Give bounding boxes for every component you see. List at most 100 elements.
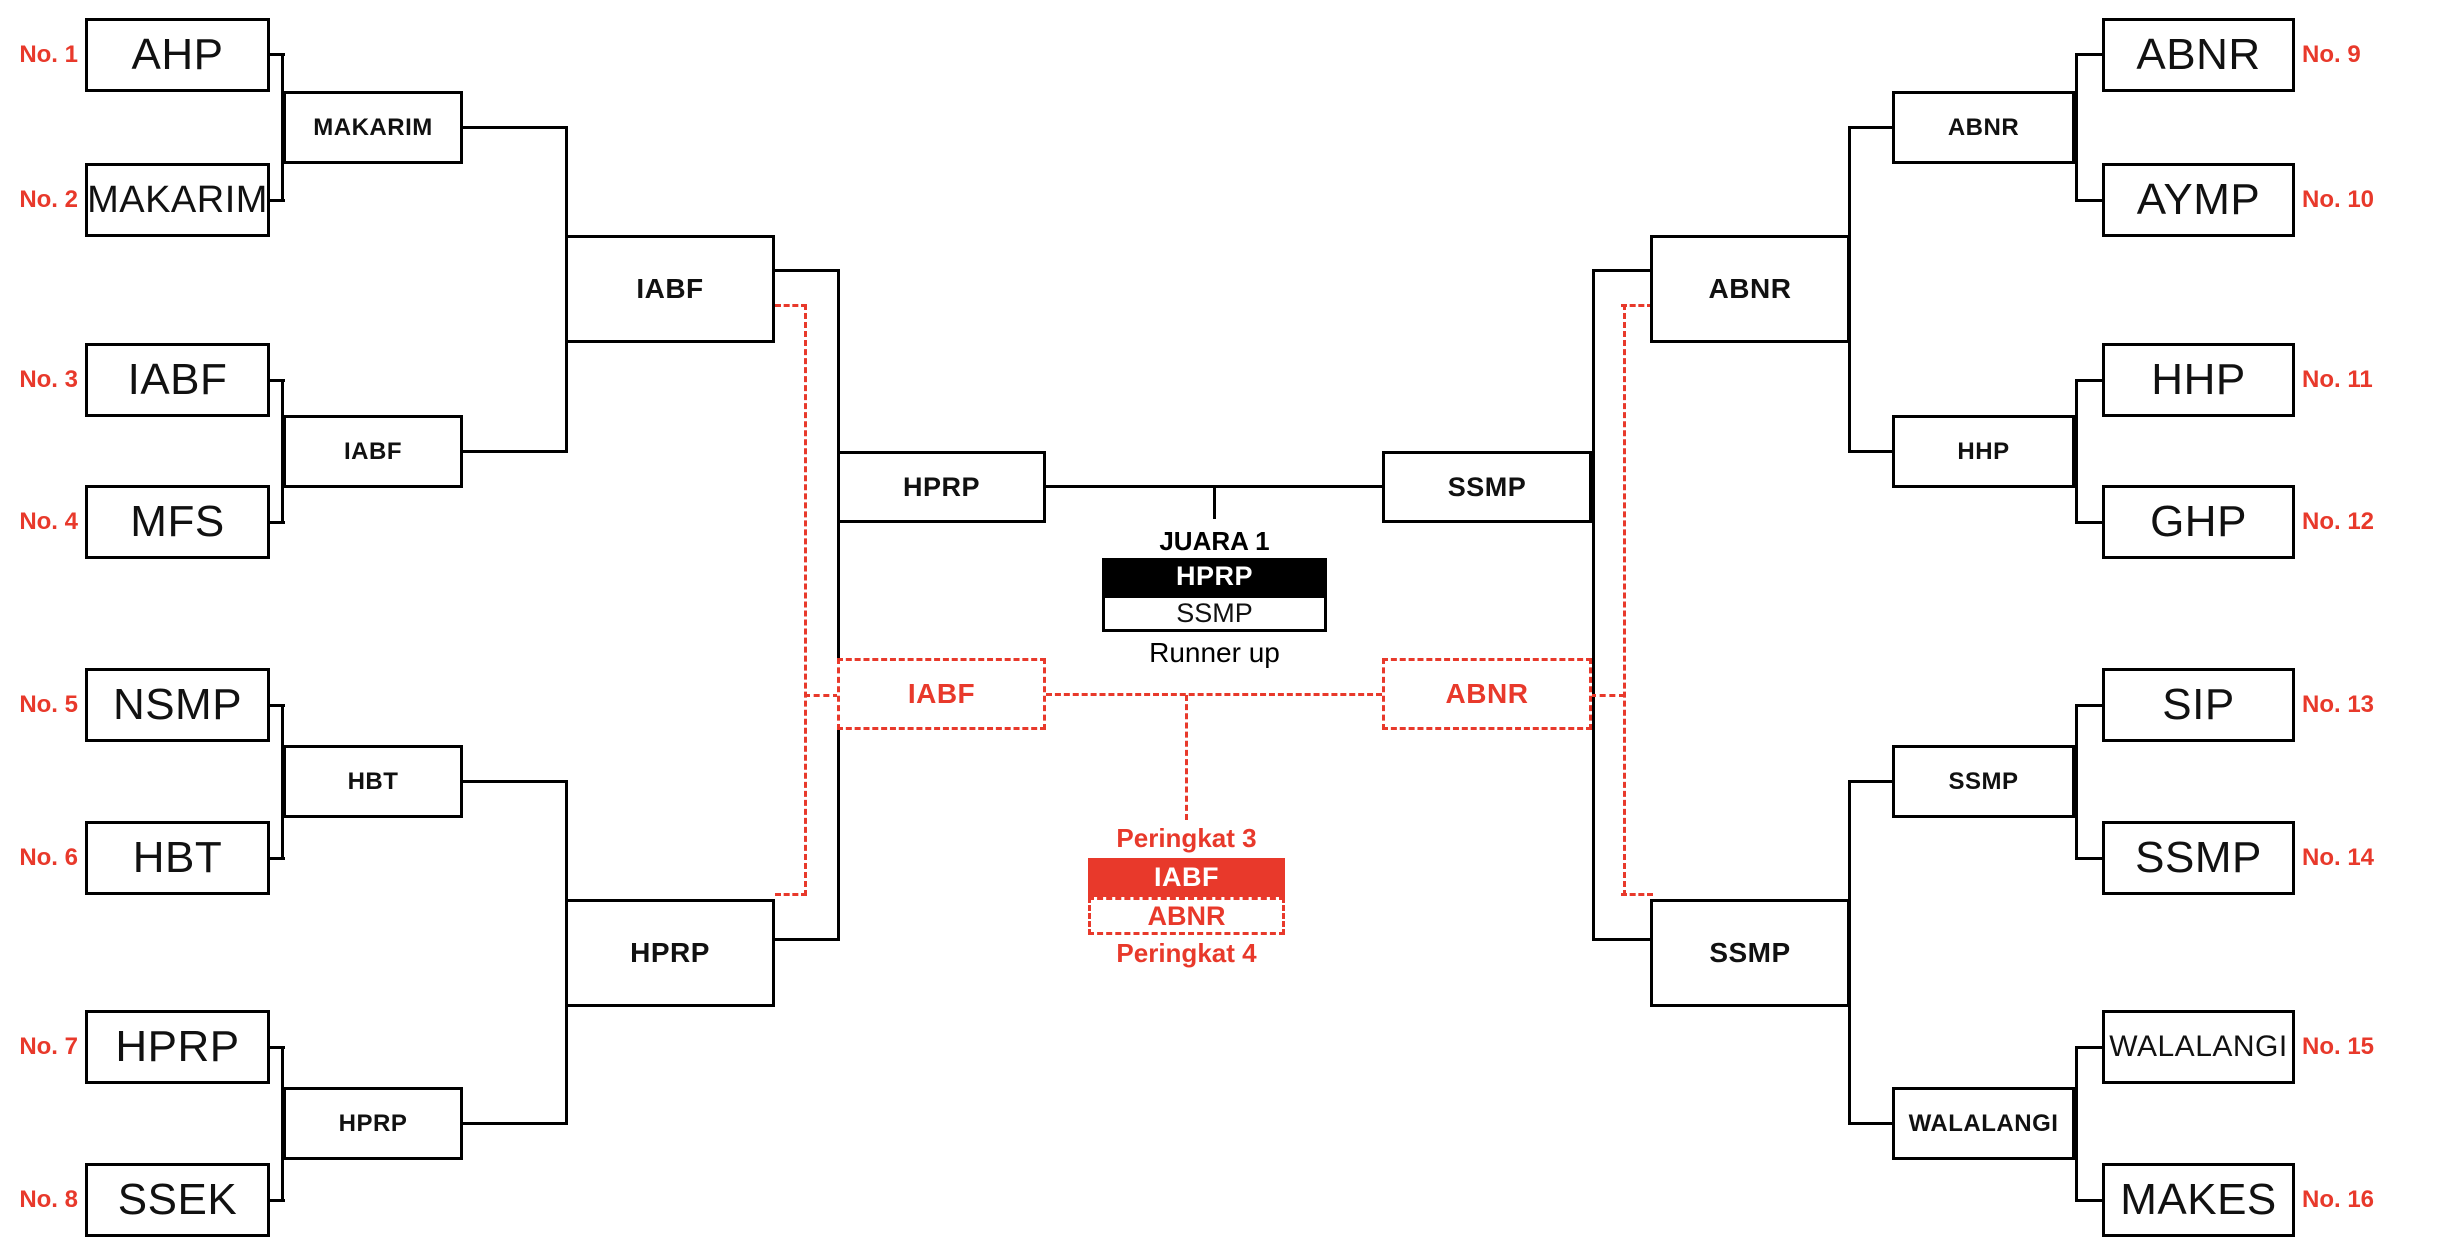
team-label: IABF — [907, 678, 976, 709]
connector-line — [463, 126, 567, 129]
connector-line — [837, 269, 840, 941]
team-label: MAKARIM — [87, 178, 268, 221]
third-place-box: IABF — [1088, 858, 1285, 897]
team-label: SSMP — [1447, 471, 1527, 502]
connector-line — [269, 199, 285, 202]
seed-team-box: SSEK — [85, 1163, 270, 1237]
seed-team-box: MFS — [85, 485, 270, 559]
seed-team-box: MAKES — [2102, 1163, 2295, 1237]
team-label: SIP — [2162, 680, 2235, 729]
qf-winner-box: HPRP — [283, 1087, 463, 1160]
team-label: IABF — [636, 273, 704, 304]
third-place-dashed-line — [775, 893, 807, 896]
connector-line — [775, 269, 839, 272]
team-label: HPRP — [902, 471, 980, 502]
seed-team-box: AYMP — [2102, 163, 2295, 237]
connector-line — [2075, 704, 2078, 860]
third-place-dashed-line — [1046, 693, 1382, 696]
runner-up-box: SSMP — [1102, 595, 1327, 632]
team-label: MAKES — [2120, 1175, 2277, 1224]
finalist-box: SSMP — [1382, 451, 1592, 523]
semifinal-winner-box: HPRP — [565, 899, 775, 1007]
team-label: NSMP — [112, 680, 243, 729]
third-place-qualifier-box: IABF — [837, 658, 1046, 730]
connector-line — [269, 1046, 285, 1049]
team-label: SSEK — [117, 1175, 238, 1224]
finalist-box: HPRP — [837, 451, 1046, 523]
seed-team-box: MAKARIM — [85, 163, 270, 237]
qf-winner-box: HHP — [1892, 415, 2075, 488]
seed-number: No. 2 — [19, 186, 78, 213]
team-label: ABNR — [2136, 30, 2261, 79]
seed-team-box: HBT — [85, 821, 270, 895]
champion-label: JUARA 1 — [1159, 525, 1270, 556]
connector-line — [281, 379, 284, 524]
team-label: SSMP — [1948, 767, 2019, 795]
connector-line — [775, 938, 839, 941]
champion-box: HPRP — [1102, 558, 1327, 595]
connector-line — [2075, 521, 2104, 524]
qf-winner-box: IABF — [283, 415, 463, 488]
team-label: HBT — [132, 833, 223, 882]
third-place-dashed-line — [1621, 893, 1653, 896]
connector-line — [1848, 780, 1892, 783]
seed-team-box: WALALANGI — [2102, 1010, 2295, 1084]
seed-team-box: IABF — [85, 343, 270, 417]
connector-line — [281, 704, 284, 860]
seed-number: No. 7 — [19, 1033, 78, 1060]
team-label: HBT — [347, 767, 399, 795]
connector-line — [2075, 857, 2104, 860]
qf-winner-box: SSMP — [1892, 745, 2075, 818]
team-label: IABF — [344, 437, 402, 465]
connector-line — [1592, 938, 1650, 941]
seed-team-box: ABNR — [2102, 18, 2295, 92]
third-place-dashed-line — [775, 304, 807, 307]
team-label: HPRP — [630, 937, 710, 968]
connector-line — [2075, 1199, 2104, 1202]
team-label: MAKARIM — [313, 113, 433, 141]
third-place-qualifier-box: ABNR — [1382, 658, 1592, 730]
seed-number: No. 9 — [2302, 41, 2361, 68]
team-label: GHP — [2150, 497, 2247, 546]
connector-line — [463, 450, 567, 453]
qf-winner-box: ABNR — [1892, 91, 2075, 164]
fourth-place-box: ABNR — [1088, 897, 1285, 935]
seed-number: No. 16 — [2302, 1186, 2375, 1213]
seed-number: No. 5 — [19, 691, 78, 718]
semifinal-winner-box: ABNR — [1650, 235, 1850, 343]
team-label: MFS — [130, 497, 225, 546]
team-label: SSMP — [1709, 937, 1791, 968]
seed-team-box: SSMP — [2102, 821, 2295, 895]
qf-winner-box: WALALANGI — [1892, 1087, 2075, 1160]
team-label: SSMP — [2135, 833, 2262, 882]
third-place-dashed-line — [1590, 694, 1625, 697]
connector-line — [2075, 379, 2104, 382]
connector-line — [281, 53, 284, 202]
seed-number: No. 13 — [2302, 691, 2375, 718]
connector-line — [1848, 126, 1892, 129]
seed-number: No. 4 — [19, 508, 78, 535]
connector-line — [463, 1122, 567, 1125]
fourth-place-label: Peringkat 4 — [1116, 937, 1257, 968]
team-label: ABNR — [1445, 678, 1529, 709]
third-place-dashed-line — [804, 304, 807, 896]
semifinal-winner-box: IABF — [565, 235, 775, 343]
connector-line — [281, 1046, 284, 1202]
third-place-dashed-line — [1621, 304, 1653, 307]
team-label: AYMP — [2136, 175, 2261, 224]
connector-line — [1848, 1122, 1892, 1125]
connector-line — [2075, 379, 2078, 524]
team-label: AHP — [131, 30, 224, 79]
seed-team-box: SIP — [2102, 668, 2295, 742]
connector-line — [2075, 1046, 2104, 1049]
seed-number: No. 6 — [19, 844, 78, 871]
connector-line — [269, 379, 285, 382]
seed-team-box: GHP — [2102, 485, 2295, 559]
team-label: ABNR — [1708, 273, 1792, 304]
seed-number: No. 8 — [19, 1186, 78, 1213]
connector-line — [2075, 704, 2104, 707]
seed-team-box: AHP — [85, 18, 270, 92]
seed-number: No. 10 — [2302, 186, 2375, 213]
connector-line — [2075, 199, 2104, 202]
